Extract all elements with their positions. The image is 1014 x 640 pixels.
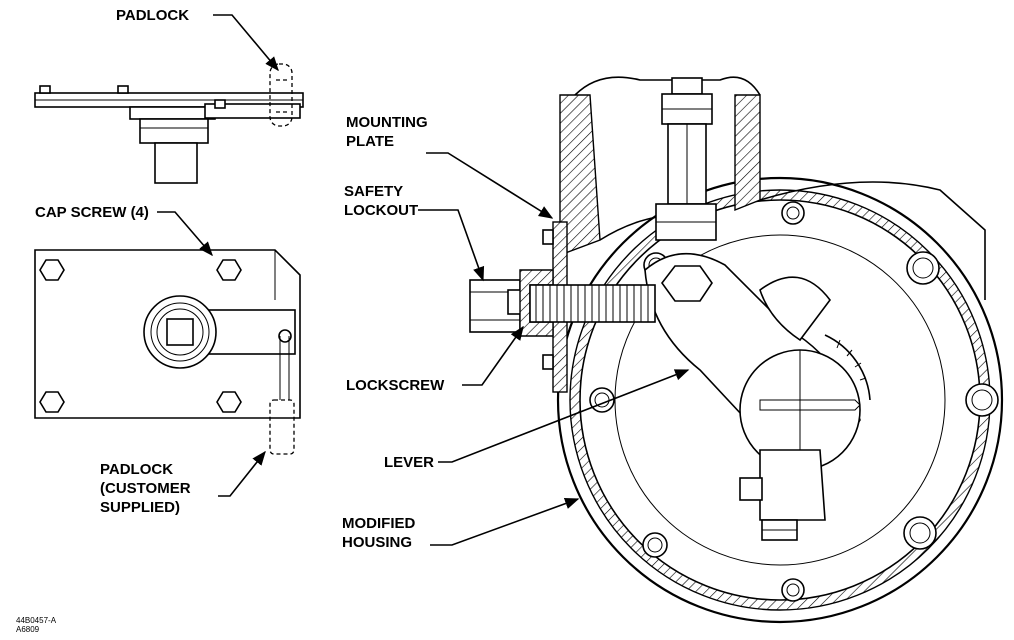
leader-lines xyxy=(157,14,690,546)
lower-stop-screw xyxy=(739,449,826,541)
label-padlock-customer-line2: (CUSTOMER xyxy=(100,480,191,497)
label-modified-housing: MODIFIED HOUSING xyxy=(342,514,415,552)
housing-bolts xyxy=(589,201,999,602)
drawing-code: 44B0457-A A6809 xyxy=(16,616,56,634)
lockout-front-view xyxy=(34,249,301,455)
label-safety-lockout: SAFETY LOCKOUT xyxy=(344,182,418,220)
lockout-side-view xyxy=(34,63,304,184)
label-mounting-plate-line2: PLATE xyxy=(346,133,395,150)
stop-screw-assembly xyxy=(655,77,717,241)
label-padlock-top: PADLOCK xyxy=(116,7,190,24)
label-padlock-customer-line3: SUPPLIED) xyxy=(100,499,181,516)
safety-lockout xyxy=(469,269,656,337)
label-cap-screw: CAP SCREW (4) xyxy=(35,204,149,221)
label-mounting-plate-line1: MOUNTING xyxy=(346,114,428,131)
label-modified-housing-line2: HOUSING xyxy=(342,534,413,551)
label-modified-housing-line1: MODIFIED xyxy=(342,515,416,532)
label-safety-lockout-line1: SAFETY xyxy=(344,183,404,200)
drawing-code-line1: 44B0457-A xyxy=(16,616,57,625)
label-mounting-plate: MOUNTING PLATE xyxy=(346,113,428,151)
actuator-housing-view xyxy=(469,76,1004,624)
label-padlock-customer: PADLOCK (CUSTOMER SUPPLIED) xyxy=(100,460,191,517)
lockscrew-threads xyxy=(535,285,649,322)
label-lever: LEVER xyxy=(384,454,435,471)
label-lockscrew: LOCKSCREW xyxy=(346,377,445,394)
drawing-code-line2: A6809 xyxy=(16,625,40,634)
label-safety-lockout-line2: LOCKOUT xyxy=(344,202,419,219)
label-padlock-customer-line1: PADLOCK xyxy=(100,461,174,478)
